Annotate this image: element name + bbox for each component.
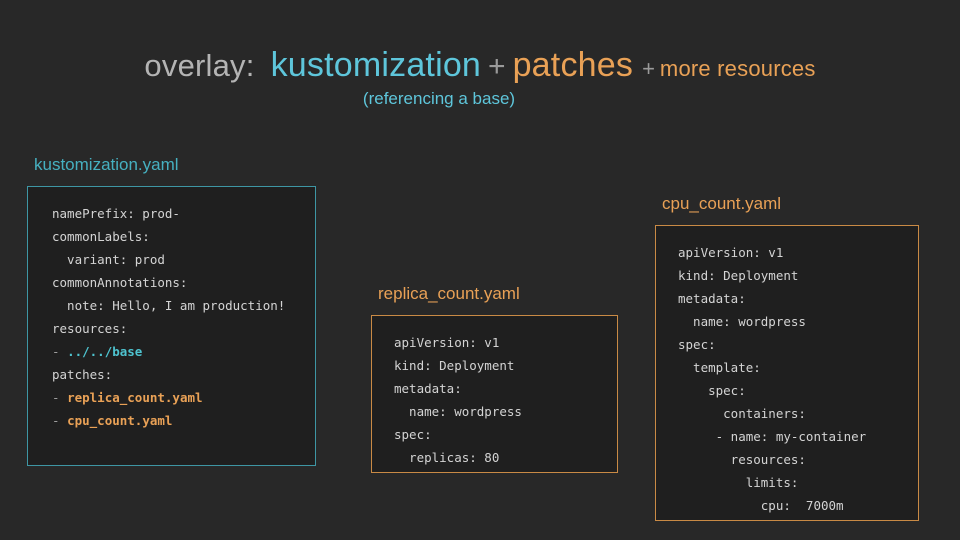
title-term-kustomization: kustomization [270, 46, 482, 84]
title-term-patches: patches [512, 46, 634, 84]
code-line: cpu: 7000m [678, 494, 918, 517]
code-token: resources: [678, 452, 806, 467]
title-line: overlay:kustomization+patches+more resou… [0, 48, 960, 82]
code-line: resources: [52, 317, 315, 340]
code-token: spec: [678, 337, 716, 352]
panel-cpu-count-yaml: cpu_count.yaml apiVersion: v1 kind: Deplo… [655, 195, 919, 521]
code-line: spec: [678, 333, 918, 356]
code-token: ../../base [67, 344, 143, 359]
code-token: patches: [52, 367, 113, 382]
code-line: apiVersion: v1 [678, 241, 918, 264]
code-token: variant: prod [52, 252, 165, 267]
code-line: note: Hello, I am production! [52, 294, 315, 317]
code-token: note: Hello, I am production! [52, 298, 286, 313]
panel-label-cpu-count-yaml: cpu_count.yaml [662, 194, 782, 213]
code-line: template: [678, 356, 918, 379]
code-line: metadata: [394, 377, 617, 400]
code-token: - name: my-container [678, 429, 867, 444]
code-token: cpu: 7000m [678, 498, 844, 513]
code-token: namePrefix: prod- [52, 206, 180, 221]
code-token: resources: [52, 321, 128, 336]
panel-replica-count-yaml: replica_count.yaml apiVersion: v1 kind: D… [371, 285, 618, 473]
code-token: apiVersion: v1 [394, 335, 500, 350]
title-plus-first: + [488, 50, 506, 83]
code-token: name: wordpress [394, 404, 522, 419]
code-token: apiVersion: v1 [678, 245, 784, 260]
code-line: name: wordpress [678, 310, 918, 333]
code-line: - ../../base [52, 340, 315, 363]
panel-kustomization-yaml: kustomization.yaml namePrefix: prod-comm… [27, 156, 316, 466]
code-line: spec: [678, 379, 918, 402]
code-line: apiVersion: v1 [394, 331, 617, 354]
code-token: commonLabels: [52, 229, 150, 244]
title-subtitle: (referencing a base) [362, 89, 516, 108]
code-line: - cpu_count.yaml [52, 409, 315, 432]
code-token: - [52, 413, 68, 428]
title-term-more-resources: more resources [659, 56, 816, 81]
code-line: resources: [678, 448, 918, 471]
code-line: replicas: 80 [394, 446, 617, 469]
code-line: spec: [394, 423, 617, 446]
code-token: commonAnnotations: [52, 275, 188, 290]
code-token: template: [678, 360, 761, 375]
code-token: metadata: [394, 381, 462, 396]
code-line: - replica_count.yaml [52, 386, 315, 409]
code-token: replicas: 80 [394, 450, 500, 465]
code-line: name: wordpress [394, 400, 617, 423]
code-line: commonAnnotations: [52, 271, 315, 294]
code-token: spec: [394, 427, 432, 442]
code-line: containers: [678, 402, 918, 425]
title-plus-second: + [642, 56, 655, 81]
panel-label-replica-count-yaml: replica_count.yaml [378, 284, 520, 303]
code-line: variant: prod [52, 248, 315, 271]
code-line: patches: [52, 363, 315, 386]
code-block-kustomization-yaml: namePrefix: prod-commonLabels: variant: … [27, 186, 316, 466]
code-token: spec: [678, 383, 746, 398]
code-line: commonLabels: [52, 225, 315, 248]
code-token: kind: Deployment [678, 268, 799, 283]
code-line: namePrefix: prod- [52, 202, 315, 225]
code-line: kind: Deployment [678, 264, 918, 287]
code-token: cpu_count.yaml [67, 413, 173, 428]
code-token: containers: [678, 406, 806, 421]
code-line: - name: my-container [678, 425, 918, 448]
code-token: name: wordpress [678, 314, 806, 329]
code-line: limits: [678, 471, 918, 494]
code-line: metadata: [678, 287, 918, 310]
title-block: overlay:kustomization+patches+more resou… [0, 48, 960, 107]
title-prefix: overlay: [144, 48, 255, 83]
code-token: limits: [678, 475, 799, 490]
code-token: kind: Deployment [394, 358, 515, 373]
code-token: replica_count.yaml [67, 390, 203, 405]
code-line: kind: Deployment [394, 354, 617, 377]
code-token: metadata: [678, 291, 746, 306]
code-token: - [52, 344, 68, 359]
panel-label-kustomization-yaml: kustomization.yaml [34, 155, 179, 174]
code-token: - [52, 390, 68, 405]
